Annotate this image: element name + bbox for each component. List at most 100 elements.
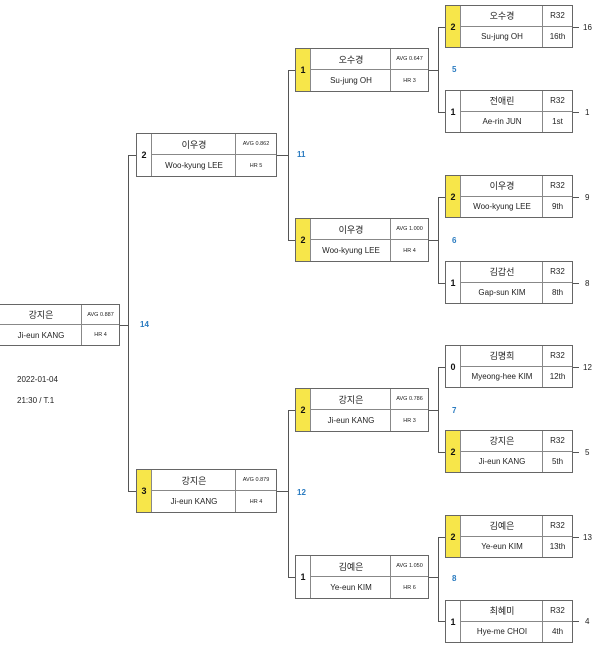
- connector-line: [288, 70, 289, 240]
- match-score: 2: [446, 516, 461, 557]
- quarterfinal-card-3[interactable]: 2 강지은 Ji-eun KANG AVG 0.786 HR 3: [295, 388, 429, 432]
- connector-line: [573, 621, 579, 622]
- connector-line: [438, 27, 439, 112]
- match-score: 2: [446, 431, 461, 472]
- match-score: 2: [446, 6, 461, 47]
- r32-card-3[interactable]: 2 이우경 Woo-kyung LEE R32 9th: [445, 175, 573, 218]
- player-avg: AVG 0.862: [235, 134, 276, 155]
- player-name-kr: 김예은: [310, 556, 392, 577]
- connector-line: [120, 325, 128, 326]
- quarterfinal-card-2[interactable]: 2 이우경 Woo-kyung LEE AVG 1.000 HR 4: [295, 218, 429, 262]
- player-avg: AVG 0.879: [235, 470, 276, 491]
- player-rank: 12th: [542, 366, 572, 387]
- match-score: 3: [137, 470, 152, 512]
- player-rank: 8th: [542, 282, 572, 303]
- connector-line: [438, 537, 439, 621]
- connector-line: [288, 410, 295, 411]
- player-name-en: Ji-eun KANG: [327, 416, 375, 425]
- player-hr: HR 4: [390, 240, 428, 261]
- connector-line: [128, 155, 136, 156]
- player-name-kr: 전애린: [460, 91, 544, 112]
- r32-card-7[interactable]: 2 김예은 Ye-eun KIM R32 13th: [445, 515, 573, 558]
- semifinal-card-2[interactable]: 3 강지은 Ji-eun KANG AVG 0.879 HR 4: [136, 469, 277, 513]
- player-name-en: Woo-kyung LEE: [473, 202, 531, 212]
- match-score: 2: [296, 389, 311, 431]
- seed-number: 1: [585, 108, 590, 117]
- r32-card-5[interactable]: 0 김명희 Myeong-hee KIM R32 12th: [445, 345, 573, 388]
- match-number-final: 14: [140, 320, 149, 329]
- connector-line: [429, 70, 438, 71]
- player-rank: 9th: [542, 196, 572, 217]
- seed-number: 16: [583, 23, 592, 32]
- match-score: 2: [137, 134, 152, 176]
- player-name-en: Ye-eun KIM: [330, 583, 372, 592]
- match-number-qf3: 7: [452, 406, 457, 415]
- player-hr: HR 3: [390, 410, 428, 431]
- player-avg: AVG 0.647: [390, 49, 428, 70]
- connector-line: [438, 367, 445, 368]
- connector-line: [438, 367, 439, 452]
- match-number-qf2: 6: [452, 236, 457, 245]
- connector-line: [438, 112, 445, 113]
- match-number-sf1: 11: [297, 150, 306, 159]
- quarterfinal-card-4[interactable]: 1 김예은 Ye-eun KIM AVG 1.050 HR 6: [295, 555, 429, 599]
- connector-line: [573, 283, 579, 284]
- player-hr: HR 4: [235, 491, 276, 512]
- match-score: 2: [446, 176, 461, 217]
- semifinal-card-1[interactable]: 2 이우경 Woo-kyung LEE AVG 0.862 HR 5: [136, 133, 277, 177]
- seed-number: 13: [583, 533, 592, 542]
- player-hr: HR 4: [81, 325, 119, 345]
- player-name-kr: 이우경: [310, 219, 392, 240]
- match-score: 0: [446, 346, 461, 387]
- player-name-kr: 강지은: [0, 305, 83, 325]
- player-name-en: Su-jung OH: [481, 32, 523, 42]
- r32-card-6[interactable]: 2 강지은 Ji-eun KANG R32 5th: [445, 430, 573, 473]
- player-rank: 13th: [542, 536, 572, 557]
- player-name-kr: 강지은: [151, 470, 237, 491]
- round-label: R32: [542, 601, 572, 622]
- connector-line: [288, 410, 289, 577]
- player-rank: 16th: [542, 26, 572, 47]
- match-score: 1: [446, 601, 461, 642]
- connector-line: [438, 537, 445, 538]
- player-name-kr: 이우경: [460, 176, 544, 197]
- connector-line: [429, 577, 438, 578]
- player-name-en: Ye-eun KIM: [481, 542, 523, 552]
- connector-line: [438, 452, 445, 453]
- player-hr: HR 3: [390, 70, 428, 91]
- player-name-en: Woo-kyung LEE: [322, 246, 380, 255]
- round-label: R32: [542, 431, 572, 452]
- player-name-en: Gap-sun KIM: [478, 288, 526, 298]
- player-name-kr: 김갑선: [460, 262, 544, 283]
- r32-card-8[interactable]: 1 최혜미 Hye-me CHOI R32 4th: [445, 600, 573, 643]
- match-number-qf4: 8: [452, 574, 457, 583]
- r32-card-2[interactable]: 1 전애린 Ae-rin JUN R32 1st: [445, 90, 573, 133]
- player-name-kr: 김명희: [460, 346, 544, 367]
- final-player-card[interactable]: 강지은 Ji-eun KANG AVG 0.887 HR 4: [0, 304, 120, 346]
- seed-number: 12: [583, 363, 592, 372]
- match-score: 1: [446, 262, 461, 303]
- player-avg: AVG 1.050: [390, 556, 428, 577]
- player-name-en: Hye-me CHOI: [476, 627, 528, 637]
- seed-number: 8: [585, 279, 590, 288]
- match-score: 1: [296, 49, 311, 91]
- connector-line: [573, 452, 579, 453]
- player-name-kr: 오수경: [310, 49, 392, 70]
- seed-number: 5: [585, 448, 590, 457]
- player-rank: 1st: [542, 111, 572, 132]
- connector-line: [438, 27, 445, 28]
- connector-line: [277, 491, 288, 492]
- player-name-kr: 오수경: [460, 6, 544, 27]
- connector-line: [573, 367, 579, 368]
- r32-card-1[interactable]: 2 오수경 Su-jung OH R32 16th: [445, 5, 573, 48]
- r32-card-4[interactable]: 1 김갑선 Gap-sun KIM R32 8th: [445, 261, 573, 304]
- player-name-kr: 김예은: [460, 516, 544, 537]
- round-label: R32: [542, 346, 572, 367]
- connector-line: [288, 70, 295, 71]
- player-name-en: Ji-eun KANG: [478, 457, 526, 467]
- connector-line: [573, 537, 579, 538]
- quarterfinal-card-1[interactable]: 1 오수경 Su-jung OH AVG 0.647 HR 3: [295, 48, 429, 92]
- connector-line: [573, 112, 579, 113]
- player-name-en: Su-jung OH: [330, 76, 372, 85]
- player-rank: 5th: [542, 451, 572, 472]
